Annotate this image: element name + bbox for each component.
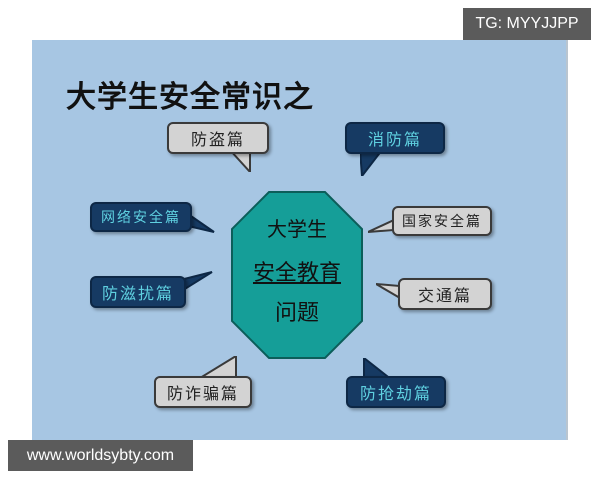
bubble-label: 国家安全篇 <box>402 214 482 230</box>
bubble-label: 防诈骗篇 <box>166 384 239 403</box>
bubble-tail <box>360 150 384 176</box>
bubble-robbery: 防抢劫篇 <box>346 376 446 408</box>
bubble-national: 国家安全篇 <box>392 206 492 236</box>
watermark-bottom-left: www.worldsybty.com <box>8 440 193 471</box>
bubble-traffic: 交通篇 <box>398 278 492 310</box>
bubble-label: 交通篇 <box>417 286 472 305</box>
bubble-tail <box>230 150 251 172</box>
bubble-tail <box>188 212 215 233</box>
bubble-label: 消防篇 <box>367 130 422 149</box>
center-octagon-shape <box>231 191 363 359</box>
bubble-label: 防滋扰篇 <box>101 284 174 303</box>
center-line-2: 安全教育 <box>252 261 341 286</box>
bubble-fraud: 防诈骗篇 <box>154 376 252 408</box>
bubble-label: 网络安全篇 <box>101 210 181 226</box>
center-line-1: 大学生 <box>267 217 327 241</box>
bubble-label: 防盗篇 <box>190 130 245 149</box>
bubble-label: 防抢劫篇 <box>359 384 432 403</box>
diagram-title: 大学生安全常识之 <box>66 80 314 115</box>
bubble-anti-theft: 防盗篇 <box>167 122 269 154</box>
bubble-harassment: 防滋扰篇 <box>90 276 186 308</box>
center-line-3: 问题 <box>274 301 319 326</box>
watermark-top-right: TG: MYYJJPP <box>463 8 591 40</box>
bubble-tail <box>180 271 213 294</box>
bubble-network: 网络安全篇 <box>90 202 192 232</box>
bubble-fire: 消防篇 <box>345 122 445 154</box>
